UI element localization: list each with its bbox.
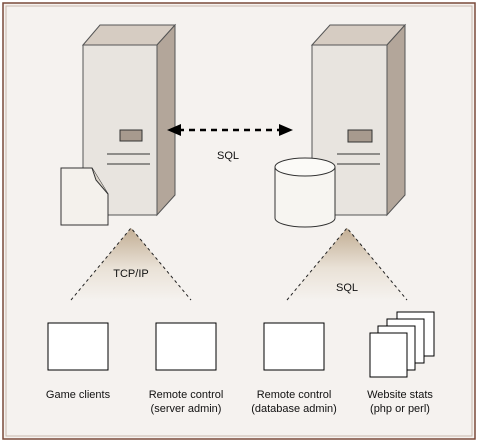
tower-side: [386, 23, 406, 217]
database-admin-box: [263, 322, 325, 371]
client-label-website-stats: Website stats (php or perl): [348, 388, 452, 416]
client-label-database-admin: Remote control (database admin): [240, 388, 348, 416]
sql-arrow-label: SQL: [216, 150, 239, 162]
tcpip-cone: [70, 227, 192, 301]
website-stats-pages-icon: [369, 311, 435, 378]
server-admin-box: [155, 322, 217, 371]
client-label-line2: (server admin): [150, 403, 222, 415]
sql-cone: [286, 227, 408, 301]
client-label-server-admin: Remote control (server admin): [134, 388, 238, 416]
client-label-line1: Remote control: [148, 389, 224, 401]
tcpip-cone-label: TCP/IP: [113, 268, 149, 280]
drive-bay: [347, 129, 373, 143]
frame-inner-border: [5, 5, 473, 437]
document-icon: [60, 167, 109, 226]
sql-connection-arrow: [167, 124, 293, 136]
client-label-game: Game clients: [26, 388, 130, 402]
client-label-line2: (database admin): [251, 403, 337, 415]
client-label-line1: Website stats: [367, 389, 433, 401]
tower-side: [156, 23, 176, 217]
drive-bay: [119, 129, 143, 142]
client-label-line1: Remote control: [256, 389, 332, 401]
sql-cone-label: SQL: [335, 282, 358, 294]
database-server-tower: [310, 23, 407, 217]
database-cylinder-icon: [274, 157, 336, 228]
client-label-line1: Game clients: [45, 389, 111, 401]
game-client-box: [47, 322, 109, 371]
client-label-line2: (php or perl): [370, 403, 430, 415]
